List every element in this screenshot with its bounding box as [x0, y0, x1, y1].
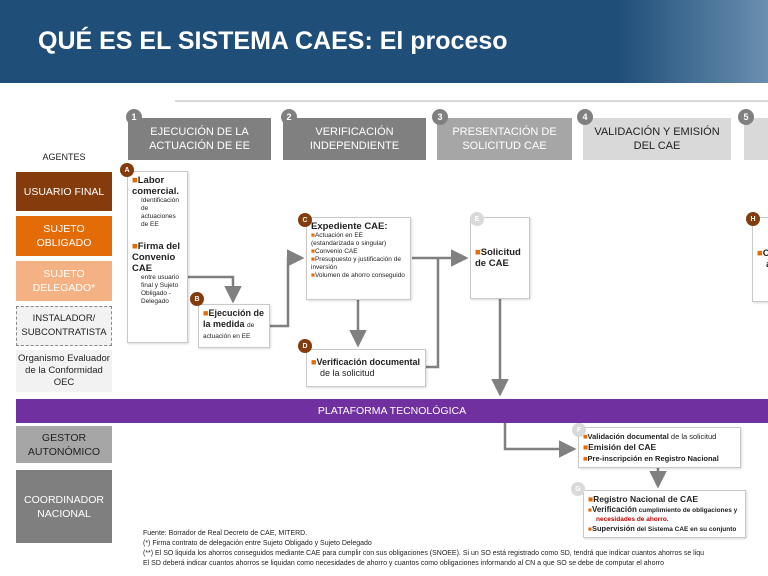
step-2: VERIFICACIÓN INDEPENDIENTE: [283, 118, 426, 160]
box-a-sub1: Identificación de actuaciones de EE: [141, 197, 179, 228]
box-c-item: Volumen de ahorro conseguido: [314, 272, 405, 279]
footer-note-1: (*) Firma contrato de delegación entre S…: [143, 540, 372, 547]
box-a-title1: Labor comercial.: [132, 175, 179, 197]
box-f-line1: de la solicitud: [670, 432, 717, 441]
box-b-sub: de actuación en EE: [203, 322, 255, 340]
box-g-line1: Registro Nacional de CAE: [593, 494, 698, 504]
marker-h: H: [746, 212, 760, 226]
box-a-title2: Firma del Convenio CAE: [132, 241, 180, 274]
step-3-number: 3: [432, 109, 448, 125]
footer-note-3: El SD deberá indicar cuantos ahorros se …: [143, 560, 665, 567]
agent-sujeto-delegado: SUJETO DELEGADO*: [16, 261, 112, 301]
agent-sujeto-obligado: SUJETO OBLIGADO: [16, 216, 112, 256]
step-4: VALIDACIÓN Y EMISIÓN DEL CAE: [583, 118, 731, 160]
box-b-title: Ejecución de la medida: [203, 308, 264, 329]
top-divider: [175, 100, 768, 102]
box-g: ■Registro Nacional de CAE ■Verificación …: [583, 490, 746, 538]
agent-usuario-final: USUARIO FINAL: [16, 172, 112, 211]
box-c: Expediente CAE: ■Actuación en EE (estand…: [306, 217, 411, 300]
agents-heading: AGENTES: [42, 152, 86, 162]
box-a: ■Labor comercial. Identificación de actu…: [127, 171, 188, 343]
agent-instalador: INSTALADOR/ SUBCONTRATISTA: [16, 306, 112, 346]
box-h: ■C a: [752, 217, 768, 302]
header-fade: [618, 0, 768, 83]
box-e: ■Solicitud de CAE: [470, 217, 530, 299]
box-g-line3-bold: Supervisión: [591, 524, 635, 533]
box-c-item: Actuación en EE (estandarizada o singula…: [311, 232, 387, 247]
page-title: QUÉ ES EL SISTEMA CAES: El proceso: [38, 27, 508, 55]
box-h-sub: a: [766, 259, 768, 270]
marker-f: F: [572, 423, 586, 437]
marker-b: B: [190, 292, 204, 306]
box-b: ■Ejecución de la medida de actuación en …: [198, 304, 270, 348]
step-1: EJECUCIÓN DE LA ACTUACIÓN DE EE: [128, 118, 271, 160]
box-c-item: Presupuesto y justificación de inversión: [311, 256, 401, 271]
step-2-number: 2: [281, 109, 297, 125]
agent-coordinador-nacional: COORDINADOR NACIONAL: [16, 470, 112, 543]
marker-e: E: [470, 212, 484, 226]
box-a-sub2: entre usuario final y Sujeto Obligado - …: [141, 274, 179, 305]
box-c-item: Convenio CAE: [314, 248, 358, 255]
footer-note-2: (**) El SO liquida los ahorros conseguid…: [143, 550, 705, 557]
agent-gestor-autonomico: GESTOR AUTONÓMICO: [16, 426, 112, 463]
agent-oec: Organismo Evaluador de la Conformidad OE…: [16, 350, 112, 392]
step-3: PRESENTACIÓN DE SOLICITUD CAE: [437, 118, 572, 160]
box-g-line2-bold: Verificación: [591, 505, 637, 514]
footer-source: Fuente: Borrador de Real Decreto de CAE,…: [143, 530, 308, 537]
step-4-number: 4: [577, 109, 593, 125]
box-d: ■Verificación documental de la solicitud: [306, 349, 426, 387]
platform-bar: PLATAFORMA TECNOLÓGICA: [16, 399, 768, 423]
box-e-title: Solicitud de CAE: [475, 247, 521, 269]
marker-d: D: [298, 339, 312, 353]
marker-g: G: [571, 482, 585, 496]
box-d-title: Verificación documental: [316, 357, 420, 367]
box-g-line2-red: necesidades de ahorro.: [596, 516, 669, 523]
box-h-title: C: [762, 248, 768, 259]
step-5-number: 5: [738, 109, 754, 125]
box-g-line2: cumplimiento de obligaciones y: [638, 507, 738, 514]
step-1-number: 1: [126, 109, 142, 125]
marker-c: C: [298, 213, 312, 227]
box-c-title: Expediente CAE:: [311, 221, 388, 232]
box-f-line3: Pre-inscripción en Registro Nacional: [587, 454, 719, 463]
box-f: ■Validación documental de la solicitud ■…: [578, 427, 741, 468]
box-f-line1-bold: Validación documental: [587, 432, 669, 441]
box-d-sub: de la solicitud: [320, 368, 375, 378]
box-f-line2: Emisión del CAE: [588, 442, 657, 452]
step-5: [744, 118, 768, 160]
box-g-line3: del Sistema CAE en su conjunto: [636, 526, 737, 533]
marker-a: A: [120, 163, 134, 177]
